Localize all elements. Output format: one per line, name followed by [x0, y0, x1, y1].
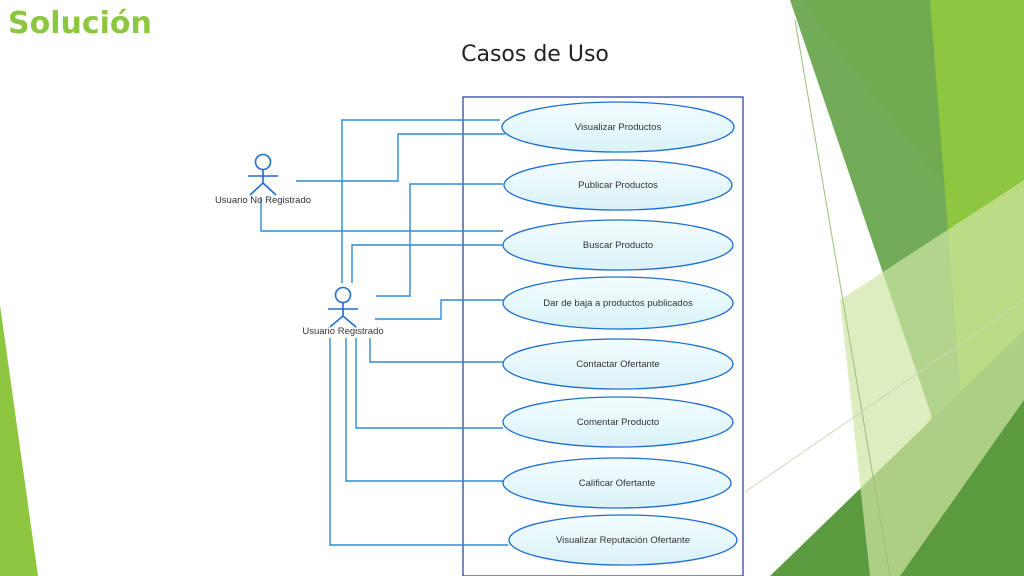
association-line — [376, 183, 503, 297]
association-line — [375, 299, 503, 320]
use-case: Calificar Ofertante — [502, 457, 732, 509]
use-case-ellipse — [501, 101, 735, 153]
use-case-label: Buscar Producto — [583, 240, 653, 251]
use-case-label: Contactar Ofertante — [576, 359, 659, 370]
use-case-label: Visualizar Productos — [575, 122, 662, 133]
actor-leg — [262, 182, 277, 196]
use-case: Contactar Ofertante — [502, 338, 734, 390]
use-case-ellipse — [502, 457, 732, 509]
use-case: Publicar Productos — [503, 159, 733, 211]
use-case-ellipse — [502, 396, 734, 448]
system-boundary — [462, 96, 744, 576]
association-line — [351, 244, 503, 283]
use-case-label: Comentar Producto — [577, 417, 659, 428]
association-lines — [260, 119, 508, 546]
use-case-label: Calificar Ofertante — [579, 478, 656, 489]
slide-subtitle: Casos de Uso — [461, 42, 609, 67]
green-shape-right-pale — [840, 180, 1024, 576]
use-case-ellipse — [502, 219, 734, 271]
actor-head — [254, 153, 272, 171]
association-line — [329, 338, 508, 546]
use-case-ellipse — [502, 276, 734, 330]
green-shape-left — [0, 305, 38, 576]
actor-leg — [249, 182, 264, 196]
association-line — [355, 338, 503, 429]
decor-line — [744, 299, 1024, 493]
use-case-label: Visualizar Reputación Ofertante — [556, 535, 690, 546]
use-case: Visualizar Reputación Ofertante — [508, 514, 738, 566]
use-case-ellipse — [502, 338, 734, 390]
actor-usuario-registrado — [328, 286, 358, 328]
slide-title: Solución — [8, 6, 152, 41]
use-case-ellipse — [508, 514, 738, 566]
use-case: Comentar Producto — [502, 396, 734, 448]
association-line — [260, 197, 503, 232]
use-case-label: Publicar Productos — [578, 180, 658, 191]
actor-usuario-no-registrado — [248, 153, 278, 196]
association-line — [296, 133, 505, 182]
use-case-ellipse — [503, 159, 733, 211]
actor-leg — [342, 315, 357, 328]
association-line — [341, 119, 500, 283]
actor-head — [334, 286, 352, 304]
use-case: Buscar Producto — [502, 219, 734, 271]
use-case: Visualizar Productos — [501, 101, 735, 153]
actor-label: Usuario Registrado — [302, 326, 383, 337]
use-case-label: Dar de baja a productos publicados — [543, 298, 693, 309]
decor-line — [794, 19, 891, 576]
use-case: Dar de baja a productos publicados — [502, 276, 734, 330]
actor-label: Usuario No Registrado — [215, 195, 311, 206]
actor-leg — [329, 315, 344, 328]
association-line — [369, 338, 503, 363]
association-line — [345, 338, 503, 482]
